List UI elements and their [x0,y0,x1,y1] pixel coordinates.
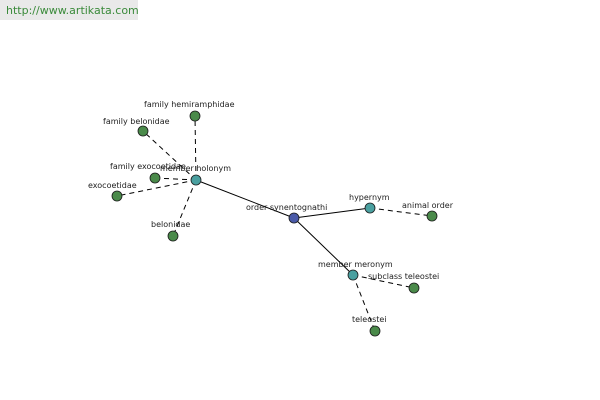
node-label-family-exocoetidae[interactable]: family exocoetidae [110,162,186,171]
node-label-animal-order[interactable]: animal order [402,201,454,210]
node-family-exocoetidae[interactable] [149,172,161,184]
node-label-member-holonym[interactable]: member holonym [160,164,231,173]
node-label-member-meronym[interactable]: member meronym [318,260,393,269]
node-member-meronym[interactable] [347,269,359,281]
node-label-exocoetidae[interactable]: exocoetidae [88,181,137,190]
graph-labels: order synentognathi member holonym hyperny… [88,100,454,324]
node-family-hemiramphidae[interactable] [189,110,201,122]
source-url-bar: http://www.artikata.com [0,0,139,20]
node-label-family-belonidae[interactable]: family belonidae [103,117,170,126]
edge-member-holonym-family-hemiramphidae [194,115,197,181]
node-family-belonidae[interactable] [137,125,149,137]
node-exocoetidae[interactable] [111,190,123,202]
node-animal-order[interactable] [426,210,438,222]
edge-order-synentognathi-hypernym [293,207,371,219]
node-label-hypernym[interactable]: hypernym [349,193,390,202]
edge-member-holonym-exocoetidae [116,179,197,197]
node-order-synentognathi[interactable] [288,212,300,224]
node-belonidae[interactable] [167,230,179,242]
node-label-belonidae[interactable]: belonidae [151,220,190,229]
graph-nodes [111,110,438,337]
edge-order-synentognathi-member-holonym [195,179,295,219]
edge-member-meronym-teleostei [352,274,376,332]
node-teleostei[interactable] [369,325,381,337]
graph-edges [116,115,433,332]
node-label-subclass-teleostei[interactable]: subclass teleostei [368,272,439,281]
source-url-link[interactable]: http://www.artikata.com [6,4,139,17]
edge-member-holonym-belonidae [172,179,197,237]
edge-member-meronym-subclass-teleostei [352,274,415,289]
edge-hypernym-animal-order [369,207,433,217]
node-hypernym[interactable] [364,202,376,214]
node-label-teleostei[interactable]: teleostei [352,315,387,324]
node-subclass-teleostei[interactable] [408,282,420,294]
node-member-holonym[interactable] [190,174,202,186]
node-label-family-hemiramphidae[interactable]: family hemiramphidae [144,100,235,109]
edge-order-synentognathi-member-meronym [293,217,354,276]
edge-member-holonym-family-exocoetidae [154,177,197,181]
node-label-order-synentognathi[interactable]: order synentognathi [246,203,327,212]
edge-member-holonym-family-belonidae [142,130,197,181]
